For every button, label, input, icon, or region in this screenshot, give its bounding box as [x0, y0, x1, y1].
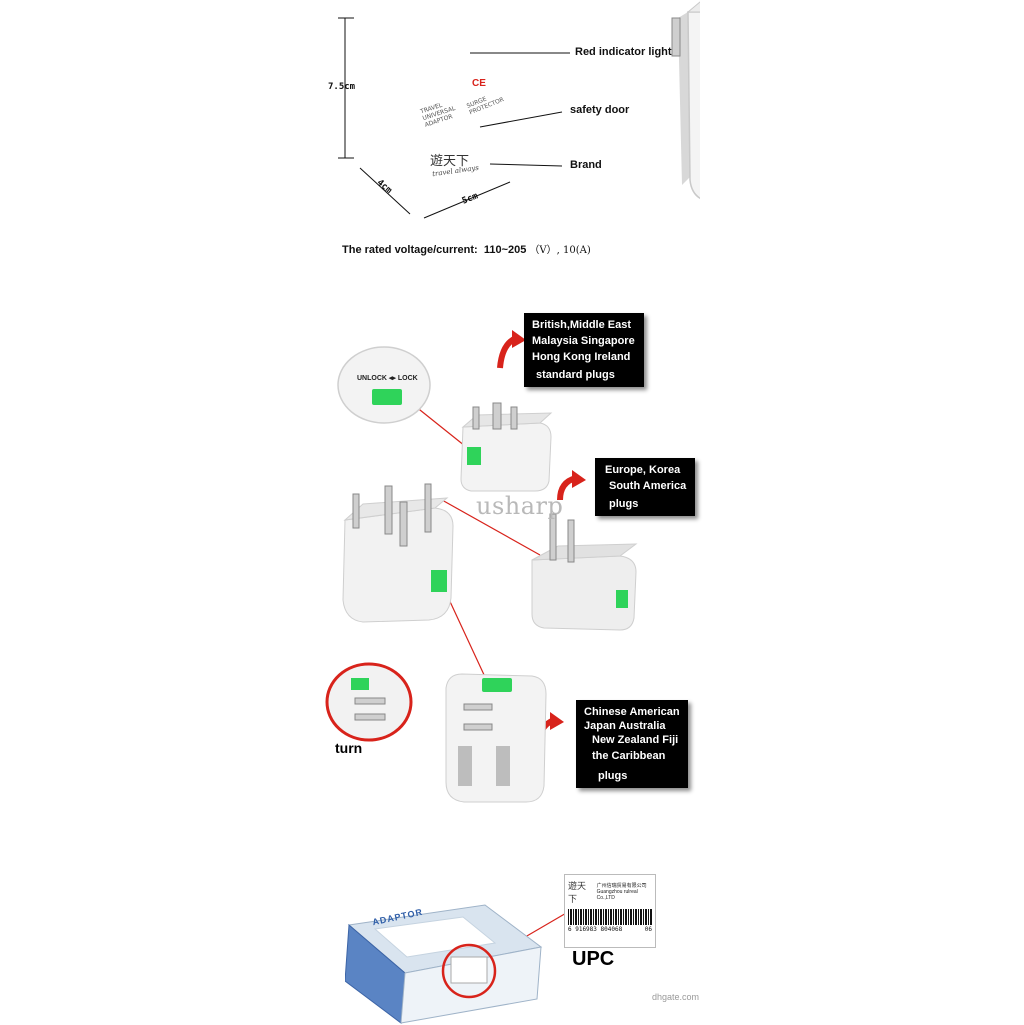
- lock-zoom-circle: [337, 346, 431, 424]
- plug-box-uk: British,Middle East Malaysia Singapore H…: [524, 313, 644, 387]
- product-box: [345, 904, 543, 1024]
- plug-box-us: Chinese American Japan Australia New Zea…: [576, 700, 688, 788]
- watermark: usharp: [476, 492, 564, 520]
- site-watermark: dhgate.com: [652, 992, 700, 1002]
- ce-mark: CE: [472, 78, 486, 89]
- callout-brand: Brand: [570, 159, 602, 171]
- upc-title: UPC: [572, 948, 615, 970]
- dimension-height: 7.5cm: [328, 82, 356, 92]
- lock-slider: [372, 389, 402, 405]
- rated-voltage: The rated voltage/current: 110~205 （V）, …: [342, 244, 591, 256]
- adapter-uk: [460, 402, 553, 492]
- pin: [671, 17, 681, 57]
- barcode-suffix: 06: [644, 926, 652, 933]
- callout-leaders: [470, 52, 570, 167]
- label-company-en: Guangzhou rulreal Co.,LTD: [596, 889, 638, 901]
- adapter-central: [342, 483, 454, 623]
- adapter-eu: [531, 513, 638, 631]
- turn-label: turn: [335, 740, 363, 756]
- callout-red-light: Red indicator light: [575, 46, 672, 58]
- callout-safety-door: safety door: [570, 104, 630, 116]
- barcode-digits: 6 916983 804068: [568, 926, 623, 933]
- plug-box-eu: Europe, Korea South America plugs: [595, 458, 695, 516]
- dimension-lines: [338, 17, 511, 219]
- turn-zoom-circle: [325, 662, 413, 742]
- brand-logo: 遊天下: [430, 154, 470, 169]
- label-company-cn: 广州信瑞贸易有限公司: [596, 883, 647, 889]
- adapter-us: [445, 673, 547, 803]
- top-adapter-illustration: [671, 1, 700, 200]
- lock-label: UNLOCK ◂▸ LOCK: [357, 375, 418, 382]
- upc-label: 遊天下 广州信瑞贸易有限公司 Guangzhou rulreal Co.,LTD…: [564, 874, 656, 948]
- barcode: [568, 909, 652, 925]
